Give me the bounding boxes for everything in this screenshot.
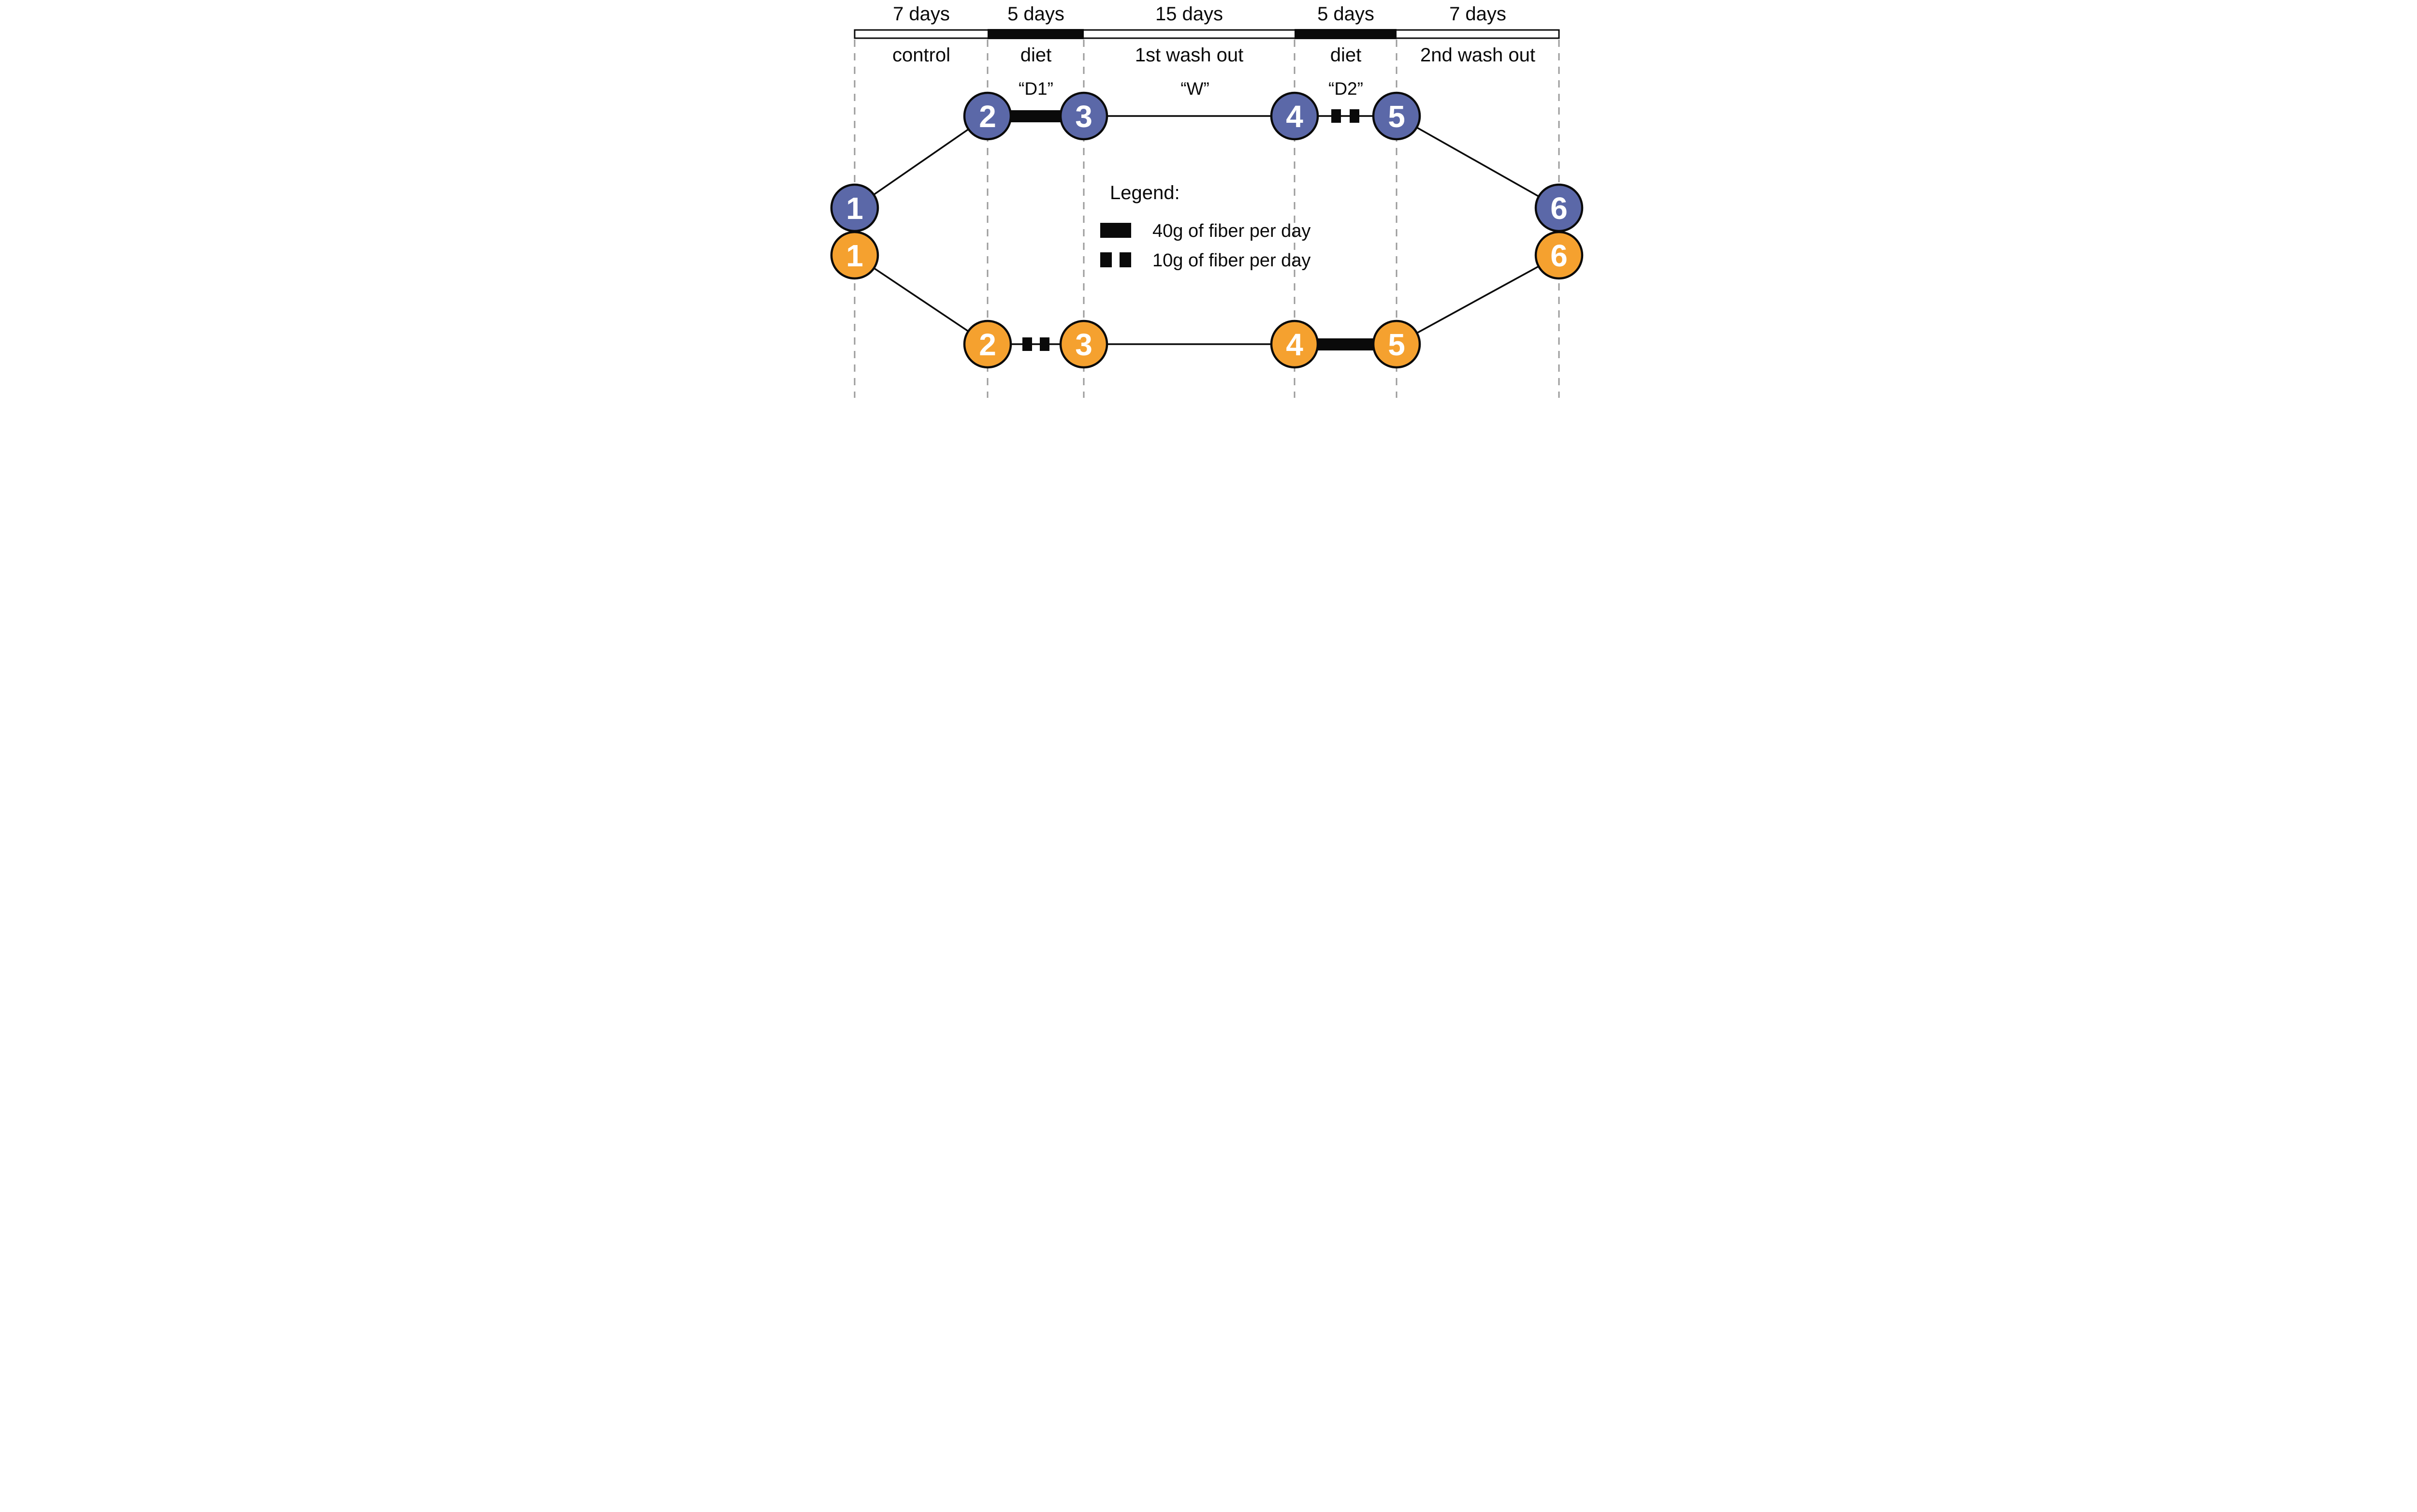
visit-number: 4 bbox=[1286, 327, 1303, 362]
visit-node-orange-1 bbox=[830, 231, 879, 280]
phase-duration-label: 7 days bbox=[893, 3, 950, 25]
visit-number: 3 bbox=[1075, 99, 1092, 134]
phase-name-label: 1st wash out bbox=[1135, 44, 1244, 66]
study-design-diagram: 7 days 5 days 15 days 5 days 7 days cont… bbox=[830, 3, 1584, 398]
connector-line bbox=[1396, 115, 1559, 209]
visit-number: 6 bbox=[1550, 191, 1568, 226]
legend-item-label: 40g of fiber per day bbox=[1152, 221, 1310, 241]
visit-node-orange-5 bbox=[1372, 320, 1421, 369]
visit-node-orange-2 bbox=[963, 320, 1012, 369]
phase-name-label: control bbox=[892, 44, 950, 66]
period-code-label: “D2” bbox=[1328, 79, 1363, 99]
visit-number: 1 bbox=[846, 191, 863, 226]
visit-node-blue-5 bbox=[1372, 91, 1421, 141]
visit-number: 3 bbox=[1075, 327, 1092, 362]
visit-number: 4 bbox=[1286, 99, 1303, 134]
period-code-label: “D1” bbox=[1019, 79, 1053, 99]
visit-node-blue-3 bbox=[1059, 91, 1108, 141]
fiber-10g-marker bbox=[1022, 337, 1032, 351]
fiber-10g-marker bbox=[1350, 109, 1359, 123]
visit-node-orange-3 bbox=[1059, 320, 1108, 369]
legend-swatch-10g bbox=[1120, 252, 1131, 267]
phase-name-label: diet bbox=[1330, 44, 1362, 66]
period-code-label: “W” bbox=[1180, 79, 1209, 99]
phase-name-label: diet bbox=[1020, 44, 1052, 66]
visit-node-orange-4 bbox=[1270, 320, 1319, 369]
visit-node-blue-2 bbox=[963, 91, 1012, 141]
connector-line bbox=[854, 254, 988, 345]
legend-swatch-10g bbox=[1100, 252, 1112, 267]
visit-number: 2 bbox=[979, 327, 996, 362]
phase-duration-label: 5 days bbox=[1007, 3, 1064, 25]
visit-node-blue-4 bbox=[1270, 91, 1319, 141]
connector-line bbox=[854, 115, 988, 209]
fiber-40g-bar bbox=[1008, 110, 1063, 122]
visit-number: 5 bbox=[1388, 327, 1405, 362]
visit-number: 2 bbox=[979, 99, 996, 134]
study-design-figure: 7 days 5 days 15 days 5 days 7 days cont… bbox=[830, 0, 1587, 398]
phase-duration-label: 15 days bbox=[1155, 3, 1223, 25]
timeline-bar bbox=[854, 29, 1560, 39]
connector-line bbox=[1396, 254, 1559, 345]
phase-name-label: 2nd wash out bbox=[1420, 44, 1535, 66]
visit-number: 5 bbox=[1388, 99, 1405, 134]
fiber-40g-bar bbox=[1317, 338, 1374, 350]
phase-duration-label: 5 days bbox=[1317, 3, 1374, 25]
visit-node-orange-6 bbox=[1534, 231, 1584, 280]
legend-title: Legend: bbox=[1110, 182, 1180, 204]
phase-duration-label: 7 days bbox=[1449, 3, 1506, 25]
fiber-10g-marker bbox=[1331, 109, 1341, 123]
visit-number: 6 bbox=[1550, 238, 1568, 273]
fiber-10g-marker bbox=[1040, 337, 1049, 351]
legend-item-label: 10g of fiber per day bbox=[1152, 250, 1310, 271]
diet-period-bar-1 bbox=[988, 29, 1084, 39]
visit-number: 1 bbox=[846, 238, 863, 273]
diet-period-bar-2 bbox=[1295, 29, 1397, 39]
legend-swatch-40g bbox=[1100, 223, 1131, 238]
